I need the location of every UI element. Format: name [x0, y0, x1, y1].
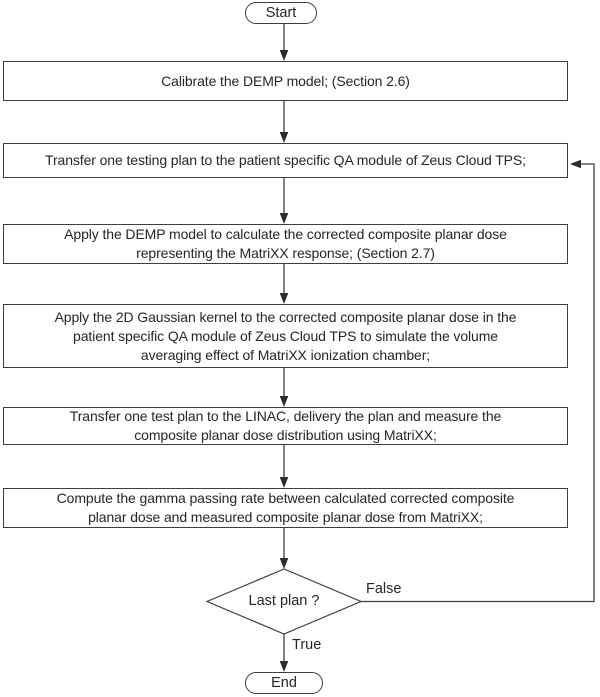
arrowhead-icon: [279, 132, 289, 143]
node-transfer-test-plan-linac-label: Transfer one test plan to the LINAC, del…: [69, 408, 502, 443]
node-end: End: [245, 672, 323, 694]
edge-decision-false-loop: [361, 163, 595, 603]
edge-label-false: False: [366, 581, 402, 597]
node-compute-gamma: Compute the gamma passing rate between c…: [3, 488, 568, 528]
node-calibrate-demp-label: Calibrate the DEMP model; (Section 2.6): [161, 72, 410, 89]
node-last-plan-label: Last plan ?: [248, 593, 320, 609]
node-apply-demp-model: Apply the DEMP model to calculate the co…: [3, 224, 568, 264]
node-transfer-test-plan-linac: Transfer one test plan to the LINAC, del…: [3, 407, 568, 445]
arrowhead-icon: [279, 293, 289, 304]
edge-label-true: True: [292, 637, 322, 653]
node-apply-demp-model-label: Apply the DEMP model to calculate the co…: [64, 226, 507, 261]
arrowhead-icon: [570, 159, 581, 169]
arrowhead-icon: [279, 396, 289, 407]
arrowhead-icon: [279, 50, 289, 61]
arrowhead-icon: [279, 213, 289, 224]
arrowhead-icon: [279, 477, 289, 488]
arrowhead-icon: [279, 558, 289, 569]
node-start: Start: [245, 2, 317, 24]
node-end-label: End: [271, 675, 297, 691]
node-calibrate-demp: Calibrate the DEMP model; (Section 2.6): [3, 61, 568, 101]
node-apply-gaussian-kernel: Apply the 2D Gaussian kernel to the corr…: [3, 304, 568, 368]
arrowhead-icon: [279, 661, 289, 672]
node-start-label: Start: [265, 5, 297, 21]
node-transfer-testing-plan-label: Transfer one testing plan to the patient…: [45, 152, 526, 168]
node-transfer-testing-plan: Transfer one testing plan to the patient…: [3, 143, 568, 178]
node-apply-gaussian-kernel-label: Apply the 2D Gaussian kernel to the corr…: [54, 308, 517, 363]
node-compute-gamma-label: Compute the gamma passing rate between c…: [56, 490, 515, 525]
